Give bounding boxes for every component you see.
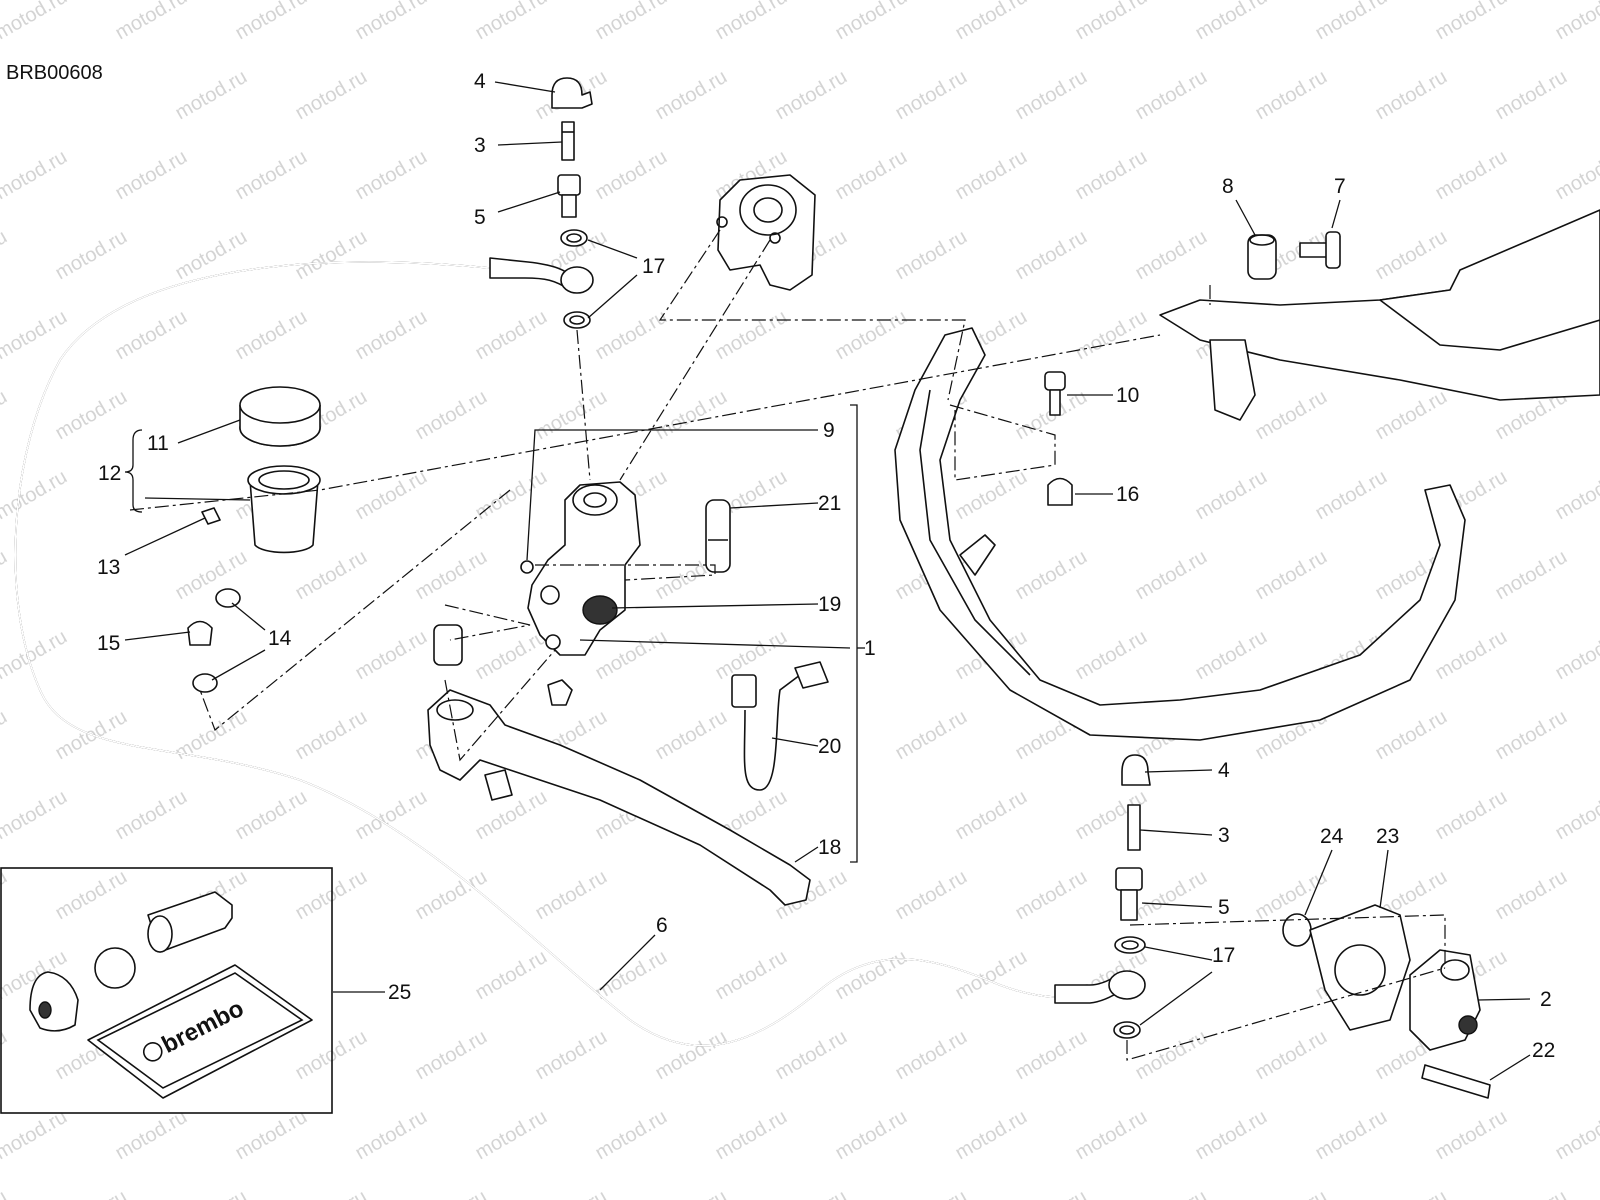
callout-16: 16: [1116, 483, 1139, 506]
callout-13: 13: [97, 556, 120, 579]
master-cylinder: [527, 481, 641, 656]
lever-bush: [433, 624, 463, 666]
grommet-16: [1047, 477, 1073, 506]
reservoir-hose: [187, 620, 213, 646]
screw-10: [1044, 371, 1066, 416]
slave-bolt: [1421, 1064, 1491, 1099]
assembly-brace-12: [124, 429, 143, 513]
brembo-logo-mark: [142, 1042, 163, 1062]
callout-3b: 3: [1218, 824, 1230, 847]
washer-bottom-2: [1113, 1021, 1141, 1039]
callout-4b: 4: [1218, 759, 1230, 782]
callout-labels: 4 3 5 17 11 12 9 21 19 1 20 18 13 14 15 …: [97, 70, 1555, 1062]
banjo-bolt-top: [557, 174, 581, 218]
washer-top-2: [563, 311, 591, 329]
banjo-eye-top: [560, 266, 594, 294]
callout-4: 4: [474, 70, 486, 93]
reservoir: [247, 465, 321, 554]
pivot-pin: [705, 499, 731, 573]
callout-14: 14: [268, 627, 292, 650]
bleed-screw-bottom: [1127, 804, 1141, 851]
slave-cylinder-plate: [1309, 904, 1411, 1031]
callout-2: 2: [1540, 988, 1552, 1011]
screw-9: [520, 560, 534, 574]
bleed-cap-bottom: [1121, 754, 1151, 786]
handlebar-grip-area: [1159, 209, 1600, 421]
callout-9: 9: [823, 419, 835, 442]
washer-bottom-1: [1114, 936, 1146, 954]
callout-8: 8: [1222, 175, 1234, 198]
callout-7: 7: [1334, 175, 1346, 198]
clutch-hose-inner: [14, 261, 1111, 1047]
callout-6: 6: [656, 914, 668, 937]
clutch-switch: [731, 661, 829, 791]
leader-lines: [124, 81, 1531, 1081]
lever-pivot-bushing: [582, 595, 618, 625]
master-cylinder-clamp: [716, 174, 816, 291]
callout-15: 15: [97, 632, 120, 655]
callout-11: 11: [147, 432, 169, 455]
assembly-guide-lines: [129, 229, 1446, 1061]
reservoir-plug: [201, 507, 221, 525]
callout-12: 12: [98, 462, 121, 485]
washer-top-1: [560, 229, 588, 247]
pivot-nut: [547, 679, 573, 706]
callout-21: 21: [818, 492, 841, 515]
callout-17: 17: [642, 255, 665, 278]
callout-18: 18: [818, 836, 841, 859]
hose-clamps: [192, 588, 241, 693]
screw-7: [1299, 231, 1341, 269]
callout-22: 22: [1532, 1039, 1555, 1062]
banjo-bolt-bottom: [1115, 867, 1143, 921]
rubber-damper-8: [1247, 234, 1277, 280]
callout-5b: 5: [1218, 896, 1230, 919]
bleed-cap-top: [551, 77, 593, 109]
bleed-screw-top: [561, 121, 575, 161]
callout-19: 19: [818, 593, 841, 616]
banjo-eye-bottom: [1108, 970, 1146, 1000]
reservoir-cap: [239, 386, 321, 447]
slave-cylinder: [1409, 949, 1481, 1051]
assembly-bracket-1: [850, 404, 865, 863]
callout-5: 5: [474, 206, 486, 229]
callout-20: 20: [818, 735, 841, 758]
callout-23: 23: [1376, 825, 1399, 848]
clutch-lever: [427, 624, 811, 906]
callout-1: 1: [864, 637, 876, 660]
callout-3: 3: [474, 134, 486, 157]
callout-25: 25: [388, 981, 411, 1004]
handlebar-bracket: [894, 327, 1466, 741]
callout-17b: 17: [1212, 944, 1235, 967]
repair-kit-inset: brembo: [0, 867, 333, 1114]
diagram-code: BRB00608: [6, 62, 103, 84]
callout-24: 24: [1320, 825, 1344, 848]
callout-10: 10: [1116, 384, 1139, 407]
